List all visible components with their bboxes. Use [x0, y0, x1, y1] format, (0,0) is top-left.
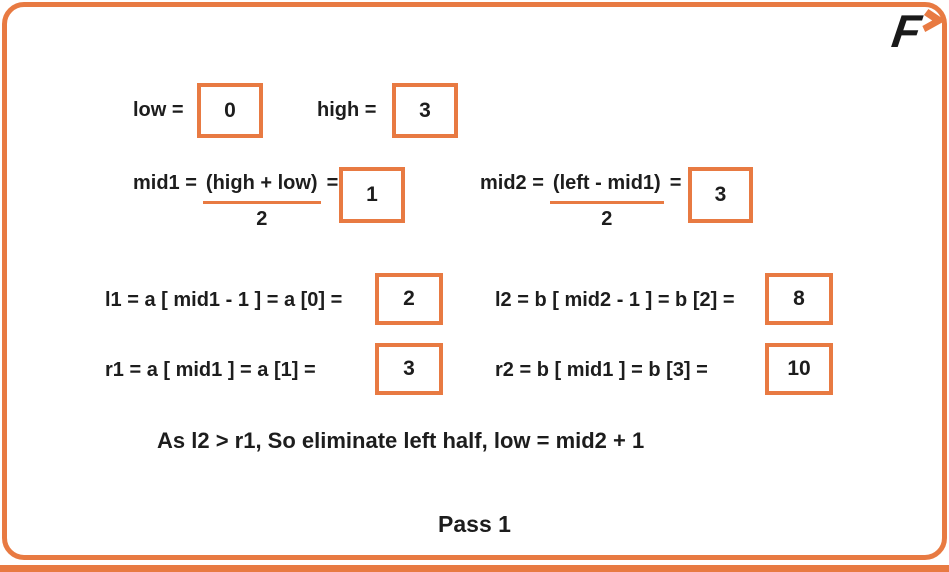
- mid2-fraction: (left - mid1) 2: [549, 172, 664, 231]
- r1-value-box: 3: [375, 343, 443, 395]
- pass-title: Pass 1: [438, 511, 511, 537]
- l1-value-box: 2: [375, 273, 443, 325]
- low-value-box: 0: [197, 83, 263, 138]
- chevron-right-icon: [922, 9, 944, 32]
- mid2-value-box: 3: [688, 167, 753, 223]
- bottom-accent-bar: [0, 565, 949, 572]
- high-label: high =: [317, 99, 377, 121]
- r1-label: r1 = a [ mid1 ] = a [1] =: [105, 359, 316, 381]
- r2-label: r2 = b [ mid1 ] = b [3] =: [495, 359, 708, 381]
- mid1-value-box: 1: [339, 167, 405, 223]
- logo-letter: F: [889, 6, 926, 56]
- mid1-prefix: mid1 =: [133, 172, 197, 194]
- mid2-prefix: mid2 =: [480, 172, 544, 194]
- mid2-equals: =: [669, 172, 682, 194]
- mid1-fraction: (high + low) 2: [202, 172, 321, 231]
- mid1-numerator: (high + low): [202, 172, 321, 204]
- conclusion-text: As l2 > r1, So eliminate left half, low …: [157, 428, 645, 453]
- mid2-denominator: 2: [601, 208, 613, 230]
- mid1-denominator: 2: [256, 208, 268, 230]
- l1-label: l1 = a [ mid1 - 1 ] = a [0] =: [105, 289, 343, 311]
- high-value-box: 3: [392, 83, 458, 138]
- mid1-equals: =: [326, 172, 339, 194]
- mid2-numerator: (left - mid1): [549, 172, 664, 204]
- l2-value-box: 8: [765, 273, 833, 325]
- mid2-expression: mid2 = (left - mid1) 2 =: [480, 172, 681, 231]
- l2-label: l2 = b [ mid2 - 1 ] = b [2] =: [495, 289, 735, 311]
- brand-logo: F: [889, 6, 944, 56]
- low-label: low =: [133, 99, 184, 121]
- mid1-expression: mid1 = (high + low) 2 =: [133, 172, 338, 231]
- r2-value-box: 10: [765, 343, 833, 395]
